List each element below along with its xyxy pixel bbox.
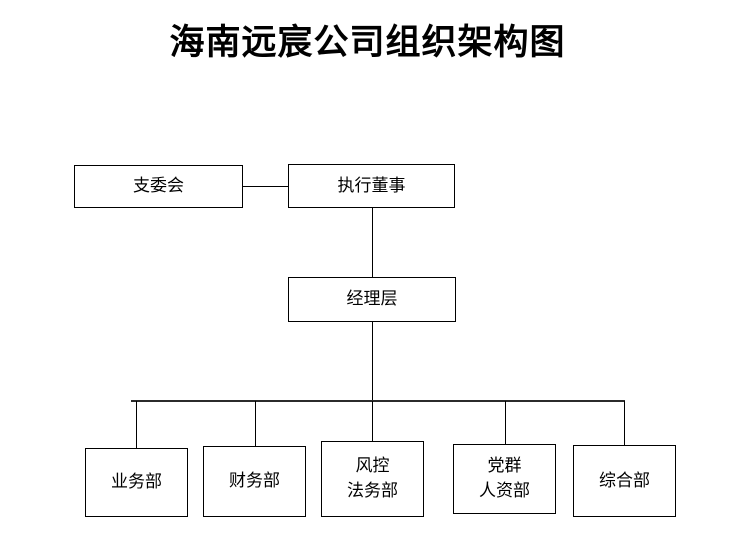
node-label-department-business: 业务部: [111, 472, 162, 493]
connector-drop-business: [136, 401, 137, 448]
connector-committee-to-director: [243, 186, 288, 187]
connector-management-to-department-bus: [372, 322, 373, 402]
connector-drop-risk-legal: [372, 401, 373, 441]
connector-department-bus: [131, 400, 625, 402]
node-department-general[interactable]: 综合部: [573, 445, 676, 517]
connector-drop-finance: [255, 401, 256, 446]
node-label-department-general: 综合部: [599, 470, 650, 491]
node-management-level[interactable]: 经理层: [288, 277, 456, 322]
node-department-party-hr[interactable]: 党群 人资部: [453, 444, 556, 514]
node-label-party-committee: 支委会: [133, 176, 184, 197]
connector-drop-general: [624, 401, 625, 445]
node-label-department-finance: 财务部: [229, 471, 280, 492]
node-label-department-party-hr: 党群 人资部: [479, 456, 530, 501]
node-department-finance[interactable]: 财务部: [203, 446, 306, 517]
connector-director-to-management: [372, 208, 373, 277]
node-department-business[interactable]: 业务部: [85, 448, 188, 517]
node-executive-director[interactable]: 执行董事: [288, 164, 455, 208]
node-party-committee[interactable]: 支委会: [74, 165, 243, 208]
page-title: 海南远宸公司组织架构图: [169, 22, 566, 63]
connector-drop-party-hr: [505, 401, 506, 444]
node-label-department-risk-legal: 风控 法务部: [347, 456, 398, 501]
node-label-executive-director: 执行董事: [337, 175, 406, 196]
node-department-risk-legal[interactable]: 风控 法务部: [321, 441, 424, 517]
node-label-management-level: 经理层: [346, 289, 398, 310]
